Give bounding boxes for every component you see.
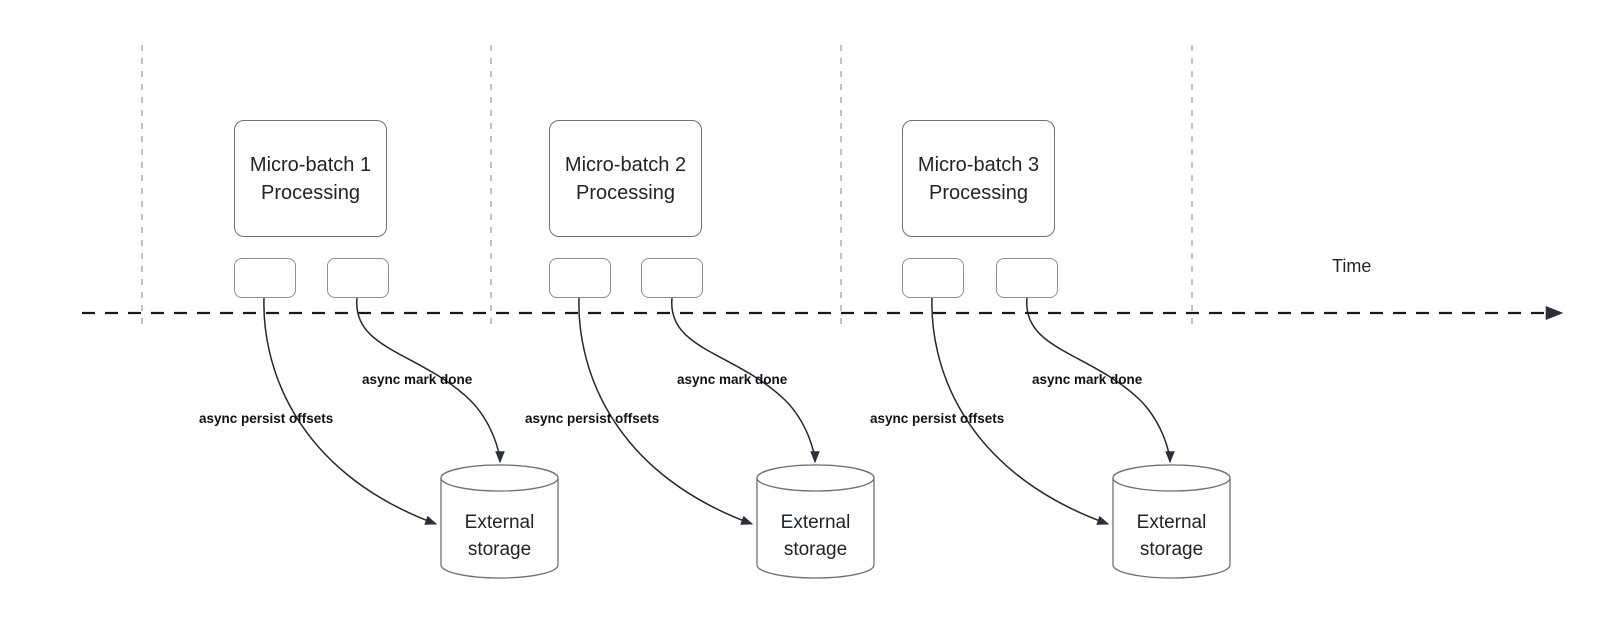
- task-box-2a[interactable]: [549, 258, 611, 298]
- async-mark-done-edge-2-label: async mark done: [677, 372, 788, 387]
- micro-batch-3-box[interactable]: Micro-batch 3 Processing: [902, 120, 1055, 237]
- external-storage-1-shape: [440, 464, 559, 579]
- micro-batch-1-box[interactable]: Micro-batch 1 Processing: [234, 120, 387, 237]
- micro-batch-3-label: Micro-batch 3 Processing: [918, 151, 1039, 207]
- task-box-1b[interactable]: [327, 258, 389, 298]
- async-persist-offsets-edge-3-label: async persist offsets: [870, 411, 1005, 426]
- task-box-3a[interactable]: [902, 258, 964, 298]
- external-storage-3-shape: [1112, 464, 1231, 579]
- task-box-2b[interactable]: [641, 258, 703, 298]
- external-storage-2-top-cap: [756, 464, 875, 492]
- async-mark-done-edge-1-label: async mark done: [362, 372, 473, 387]
- task-box-3b[interactable]: [996, 258, 1058, 298]
- async-mark-done-edge-3: [1026, 297, 1175, 464]
- micro-batch-3-label-line1: Micro-batch 3: [917, 153, 1040, 176]
- async-persist-offsets-edge-1: [263, 297, 438, 525]
- micro-batch-1-label-line1: Micro-batch 1: [249, 153, 372, 176]
- edges-group: [263, 297, 1175, 525]
- async-mark-done-edge-1: [356, 297, 505, 464]
- async-persist-offsets-edge-3: [931, 297, 1110, 525]
- micro-batch-1-label: Micro-batch 1 Processing: [250, 151, 371, 207]
- async-mark-done-edge-2: [671, 297, 820, 464]
- task-box-1a[interactable]: [234, 258, 296, 298]
- external-storage-2-shape: [756, 464, 875, 579]
- micro-batch-2-label-line1: Micro-batch 2: [564, 153, 687, 176]
- micro-batch-1-label-line2: Processing: [261, 181, 360, 204]
- external-storage-3-top-cap: [1112, 464, 1231, 492]
- async-persist-offsets-edge-2-label: async persist offsets: [525, 411, 660, 426]
- micro-batch-2-label-line2: Processing: [576, 181, 675, 204]
- micro-batch-2-label: Micro-batch 2 Processing: [565, 151, 686, 207]
- time-axis-label: Time: [1332, 256, 1372, 276]
- micro-batch-2-box[interactable]: Micro-batch 2 Processing: [549, 120, 702, 237]
- async-persist-offsets-edge-2: [578, 297, 754, 525]
- async-persist-offsets-edge-1-label: async persist offsets: [199, 411, 334, 426]
- external-storage-1-top-cap: [440, 464, 559, 492]
- micro-batch-3-label-line2: Processing: [929, 181, 1028, 204]
- cylinders-group: [440, 464, 1231, 579]
- async-mark-done-edge-3-label: async mark done: [1032, 372, 1143, 387]
